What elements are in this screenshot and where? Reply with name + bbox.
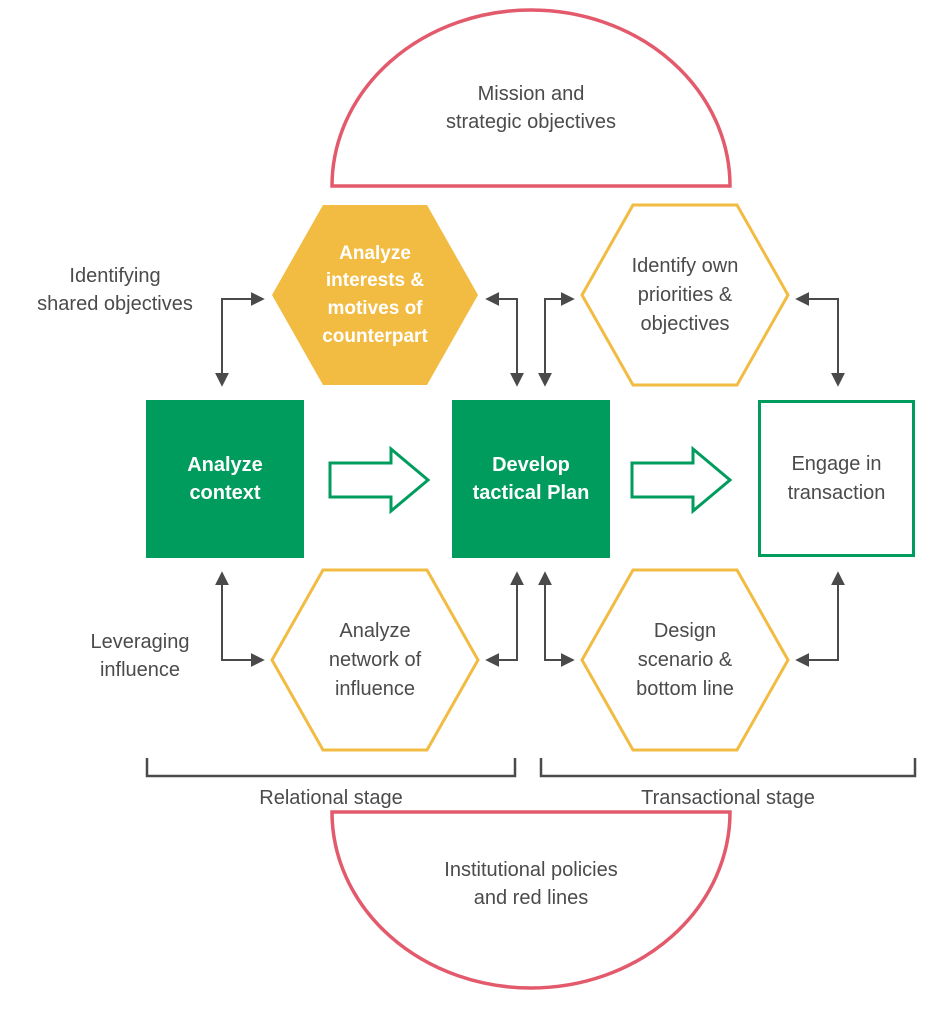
top-dome-line1: Mission and [477, 83, 585, 105]
plan-line2: tactical Plan [472, 482, 590, 504]
top-dome-line2: strategic objectives [445, 111, 617, 134]
top-dome-shape [330, 8, 732, 188]
connector-priorities-transaction [795, 292, 845, 387]
box-tactical-plan-shape [452, 400, 610, 558]
hexagon-network-shape [270, 568, 480, 752]
block-arrow-plan-to-transaction [630, 445, 733, 515]
hexagon-network-label: Analyze network of influence [275, 570, 475, 750]
hexagon-counterpart-shape [272, 205, 478, 385]
bottom-dome-line1: Institutional policies [444, 859, 618, 881]
hexagon-priorities-shape [580, 203, 790, 387]
box-tactical-plan-label: Develop tactical Plan [452, 400, 610, 558]
bracket-transactional-stage [539, 758, 917, 778]
connector-context-network [215, 571, 265, 667]
connector-counterpart-plan [485, 292, 524, 387]
transaction-line2: transaction [787, 481, 886, 504]
identifying-line2: shared objectives [37, 293, 193, 316]
bottom-dome-line2: and red lines [473, 887, 589, 910]
transactional-stage-label: Transactional stage [641, 787, 815, 809]
box-analyze-context-shape [146, 400, 304, 558]
top-dome-label: Mission and strategic objectives [356, 80, 706, 137]
priorities-line1: Identify own [631, 254, 739, 277]
relational-stage-label: Relational stage [259, 787, 403, 809]
hexagon-priorities-label: Identify own priorities & objectives [585, 205, 785, 385]
connector-plan-priorities [538, 292, 575, 387]
scenario-line2: scenario & [637, 648, 733, 671]
network-line3: influence [334, 677, 416, 700]
box-analyze-context-label: Analyze context [146, 400, 304, 558]
priorities-line2: priorities & [637, 283, 733, 306]
bracket-relational-stage [145, 758, 517, 778]
box-transaction-shape [758, 400, 915, 557]
box-transaction-label: Engage in transaction [758, 401, 915, 556]
label-leveraging-influence: Leveraging influence [25, 628, 255, 685]
bottom-dome-shape [330, 810, 732, 990]
hexagon-counterpart-label: Analyze interests & motives of counterpa… [275, 205, 475, 385]
connector-context-counterpart [215, 292, 265, 387]
scenario-line1: Design [653, 619, 717, 642]
network-line1: Analyze [339, 619, 411, 642]
label-identifying-shared-objectives: Identifying shared objectives [0, 262, 230, 319]
hexagon-scenario-shape [580, 568, 790, 752]
connector-network-plan [485, 571, 524, 667]
counterpart-line3: motives of [327, 298, 423, 319]
bottom-dome-label: Institutional policies and red lines [356, 856, 706, 913]
plan-line1: Develop [492, 453, 570, 476]
transaction-line1: Engage in [791, 453, 882, 476]
identifying-line1: Identifying [69, 265, 161, 287]
counterpart-line2: interests & [325, 270, 425, 292]
network-line2: network of [328, 648, 422, 671]
connector-plan-scenario [538, 571, 575, 667]
connector-scenario-transaction [795, 571, 845, 667]
context-line2: context [189, 482, 261, 504]
leveraging-line1: Leveraging [90, 631, 190, 653]
priorities-line3: objectives [640, 312, 730, 335]
leveraging-line2: influence [99, 659, 181, 682]
counterpart-line4: counterpart [322, 325, 428, 347]
counterpart-line1: Analyze [339, 242, 411, 264]
context-line1: Analyze [187, 453, 263, 476]
hexagon-scenario-label: Design scenario & bottom line [585, 570, 785, 750]
scenario-line3: bottom line [636, 677, 734, 700]
block-arrow-context-to-plan [328, 445, 431, 515]
